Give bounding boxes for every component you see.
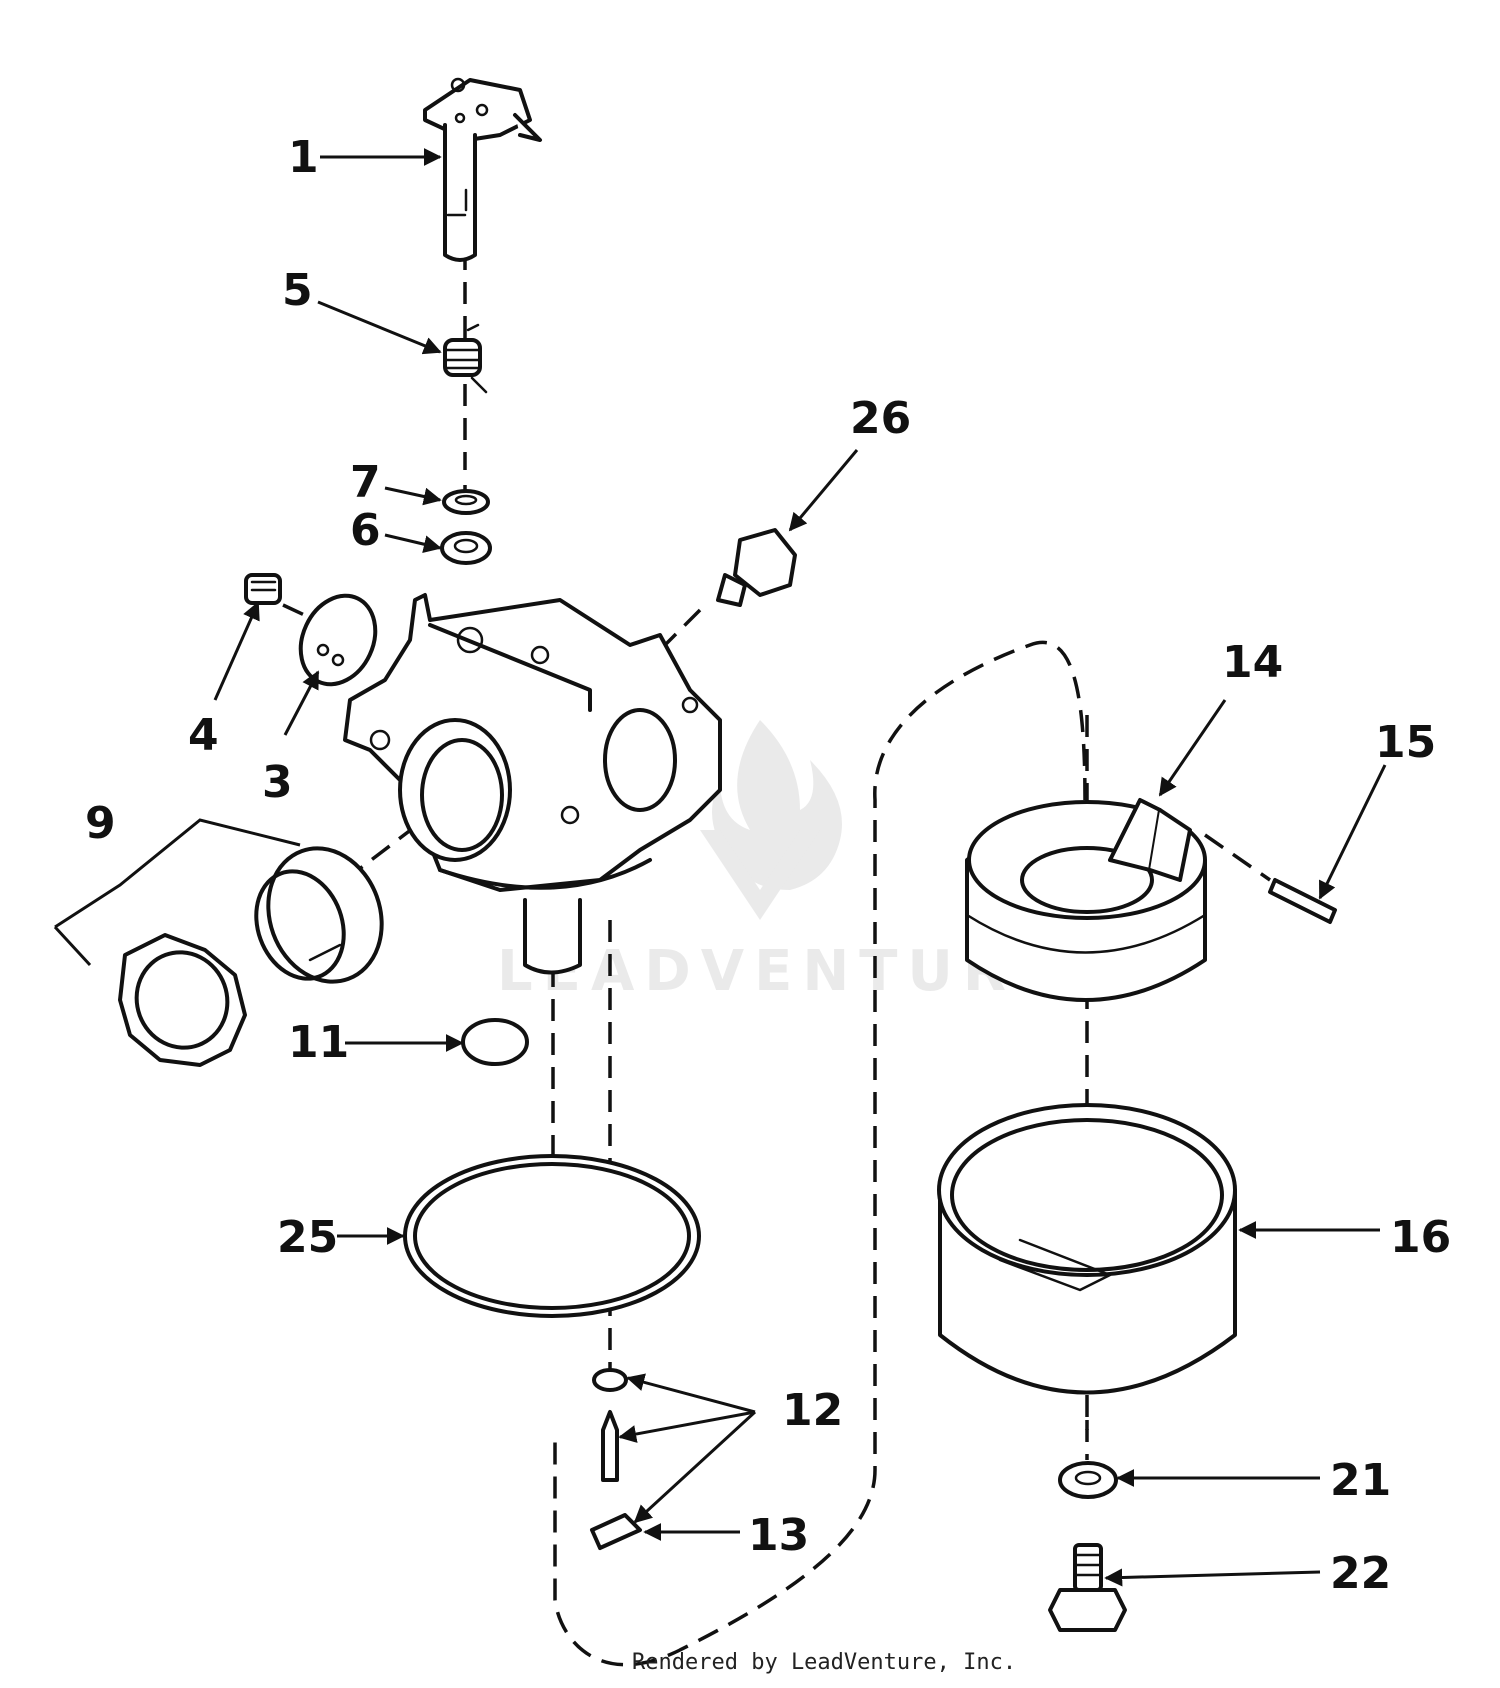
primer-bulb-part [254,846,384,984]
callout-16: 16 [1390,1212,1451,1263]
callout-3: 3 [262,757,293,808]
needle-clip-part [590,1513,642,1550]
footer-credit: Rendered by LeadVenture, Inc. [632,1650,1017,1675]
callout-6: 6 [350,505,381,556]
watermark-text: LEADVENTURE [497,939,1064,1004]
callout-7: 7 [350,457,381,508]
watermark-logo: LEADVENTURE [497,720,1064,1004]
callout-4: 4 [188,710,219,761]
welch-plug-part [461,1018,529,1066]
primer-retainer-part [118,933,247,1067]
leader-arrows [213,148,1387,1587]
callout-26: 26 [850,393,911,444]
callout-25: 25 [277,1212,338,1263]
callout-5: 5 [282,265,313,316]
bowl-gasket-part [403,1154,701,1318]
throttle-plate-part [298,593,378,687]
bowl-nut-part [1048,1543,1127,1632]
throttle-shaft-part [423,77,542,262]
carburetor-body-part [343,593,722,975]
callout-labels: 1 5 26 7 6 4 3 9 11 25 12 13 14 15 16 21… [85,132,1451,1599]
primer-group-bracket [54,818,301,929]
fuel-fitting-part [716,528,797,607]
float-part [965,798,1207,1002]
needle-seat-part [592,1368,628,1482]
callout-11: 11 [288,1017,349,1068]
callout-21: 21 [1330,1455,1391,1506]
return-spring-part [443,323,488,394]
primer-group-bracket-tail [53,925,92,967]
callout-12: 12 [782,1385,843,1436]
callout-15: 15 [1375,717,1436,768]
callout-22: 22 [1330,1548,1391,1599]
callout-14: 14 [1222,637,1283,688]
float-bowl-part [937,1103,1237,1395]
throttle-plate-screw-part [244,573,282,605]
dust-seal-part [442,489,490,515]
callout-13: 13 [748,1510,809,1561]
callout-1: 1 [288,132,319,183]
throttle-seal-part [440,531,492,565]
float-pin-part [1268,878,1337,924]
bowl-washer-part [1058,1461,1118,1499]
callout-9: 9 [85,798,116,849]
